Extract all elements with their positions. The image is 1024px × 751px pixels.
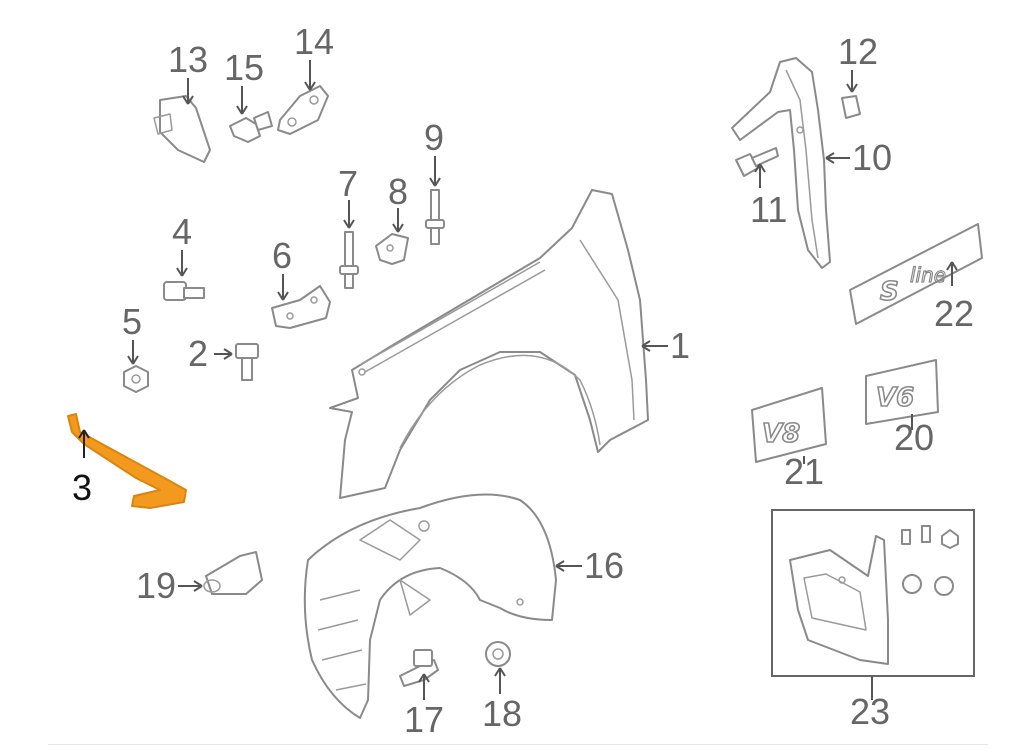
callout-16: 16 xyxy=(584,545,624,586)
part-16-liner[interactable] xyxy=(303,493,557,719)
part-19-bracket[interactable] xyxy=(203,551,263,595)
v6-badge-text: V6 xyxy=(876,383,914,413)
callout-labels: 1 2 3 4 5 6 7 8 9 10 11 12 13 14 15 16 1… xyxy=(72,21,974,740)
part-20-badge-v6[interactable]: V6 xyxy=(865,359,939,425)
part-21-badge-v8[interactable]: V8 xyxy=(751,387,827,463)
callout-20: 20 xyxy=(894,417,934,458)
callout-7: 7 xyxy=(338,163,358,204)
callout-22: 22 xyxy=(934,293,974,334)
callout-3: 3 xyxy=(72,467,92,508)
bottom-divider xyxy=(48,744,988,745)
part-13-bracket[interactable] xyxy=(153,95,211,163)
part-11-clip[interactable] xyxy=(735,147,779,177)
callout-17: 17 xyxy=(404,699,444,740)
part-14-gasket[interactable] xyxy=(277,85,329,135)
callout-6: 6 xyxy=(272,235,292,276)
part-9-stud[interactable] xyxy=(425,189,445,245)
leader-lines xyxy=(78,60,958,700)
callout-13: 13 xyxy=(168,39,208,80)
part-2-bolt[interactable] xyxy=(235,343,259,381)
part-22-badge-sline[interactable]: S line xyxy=(849,223,983,325)
callout-4: 4 xyxy=(172,211,192,252)
part-10-trim[interactable] xyxy=(731,57,831,269)
callout-19: 19 xyxy=(136,565,176,606)
part-5-nut[interactable] xyxy=(123,365,149,393)
part-4-bolt[interactable] xyxy=(163,281,205,301)
callout-21: 21 xyxy=(784,451,824,492)
callout-12: 12 xyxy=(838,31,878,72)
part-12-nut[interactable] xyxy=(841,95,861,119)
part-3-bracket[interactable] xyxy=(67,413,187,509)
callout-23: 23 xyxy=(850,691,890,732)
s-mark-text: S xyxy=(880,277,899,307)
callout-10: 10 xyxy=(852,137,892,178)
callout-11: 11 xyxy=(750,189,787,230)
part-8-clip[interactable] xyxy=(375,233,409,265)
callout-15: 15 xyxy=(224,47,264,88)
callout-18: 18 xyxy=(482,693,522,734)
part-23-mudflap-kit[interactable] xyxy=(771,509,975,677)
callout-1: 1 xyxy=(670,325,690,366)
part-18-grommet[interactable] xyxy=(485,641,511,667)
part-17-screw[interactable] xyxy=(399,649,439,687)
callout-2: 2 xyxy=(188,333,208,374)
part-15-screw[interactable] xyxy=(229,111,273,143)
v8-badge-text: V8 xyxy=(762,419,800,449)
part-1-fender[interactable] xyxy=(329,189,649,499)
callout-5: 5 xyxy=(122,301,142,342)
line-mark-text: line xyxy=(910,263,946,287)
callout-9: 9 xyxy=(424,117,444,158)
part-7-stud[interactable] xyxy=(339,231,359,289)
callout-14: 14 xyxy=(294,21,334,62)
callout-8: 8 xyxy=(388,171,408,212)
part-6-bracket[interactable] xyxy=(271,285,331,329)
